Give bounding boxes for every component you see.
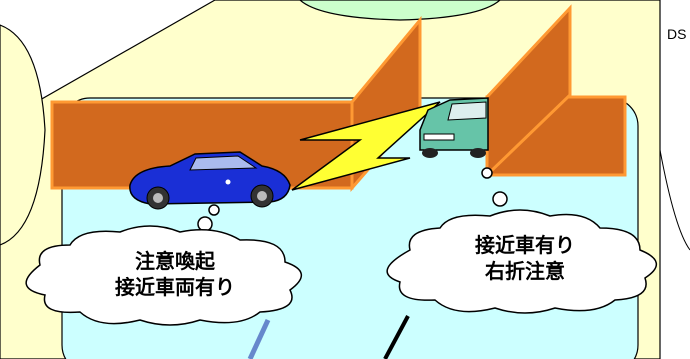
thought-dot-left-2 bbox=[197, 216, 213, 232]
bubble-right-line1: 接近車有り bbox=[475, 233, 575, 257]
lightning-bolt bbox=[291, 101, 441, 191]
bubble-right-line2: 右折注意 bbox=[485, 259, 565, 283]
car-right bbox=[419, 97, 489, 158]
bubble-text-left: 注意喚起 接近車両有り bbox=[70, 248, 280, 300]
edge-label: DS bbox=[667, 26, 687, 42]
pointer-line-blue bbox=[247, 318, 271, 359]
thought-dot-right-1 bbox=[481, 167, 493, 179]
thought-dot-right-2 bbox=[492, 191, 508, 207]
car-left bbox=[129, 151, 291, 210]
cloud-left bbox=[25, 225, 302, 326]
pointer-line-black bbox=[383, 315, 410, 359]
bubble-left-line1: 注意喚起 bbox=[135, 249, 215, 273]
right-panel-curve bbox=[659, 149, 690, 251]
top-green-bubble bbox=[299, 0, 501, 21]
bubble-left-line2: 接近車両有り bbox=[115, 275, 235, 299]
cloud-right bbox=[386, 209, 657, 314]
thought-dot-left-1 bbox=[208, 204, 220, 216]
left-edge-bubble bbox=[0, 24, 46, 246]
bubble-text-right: 接近車有り 右折注意 bbox=[420, 232, 630, 284]
